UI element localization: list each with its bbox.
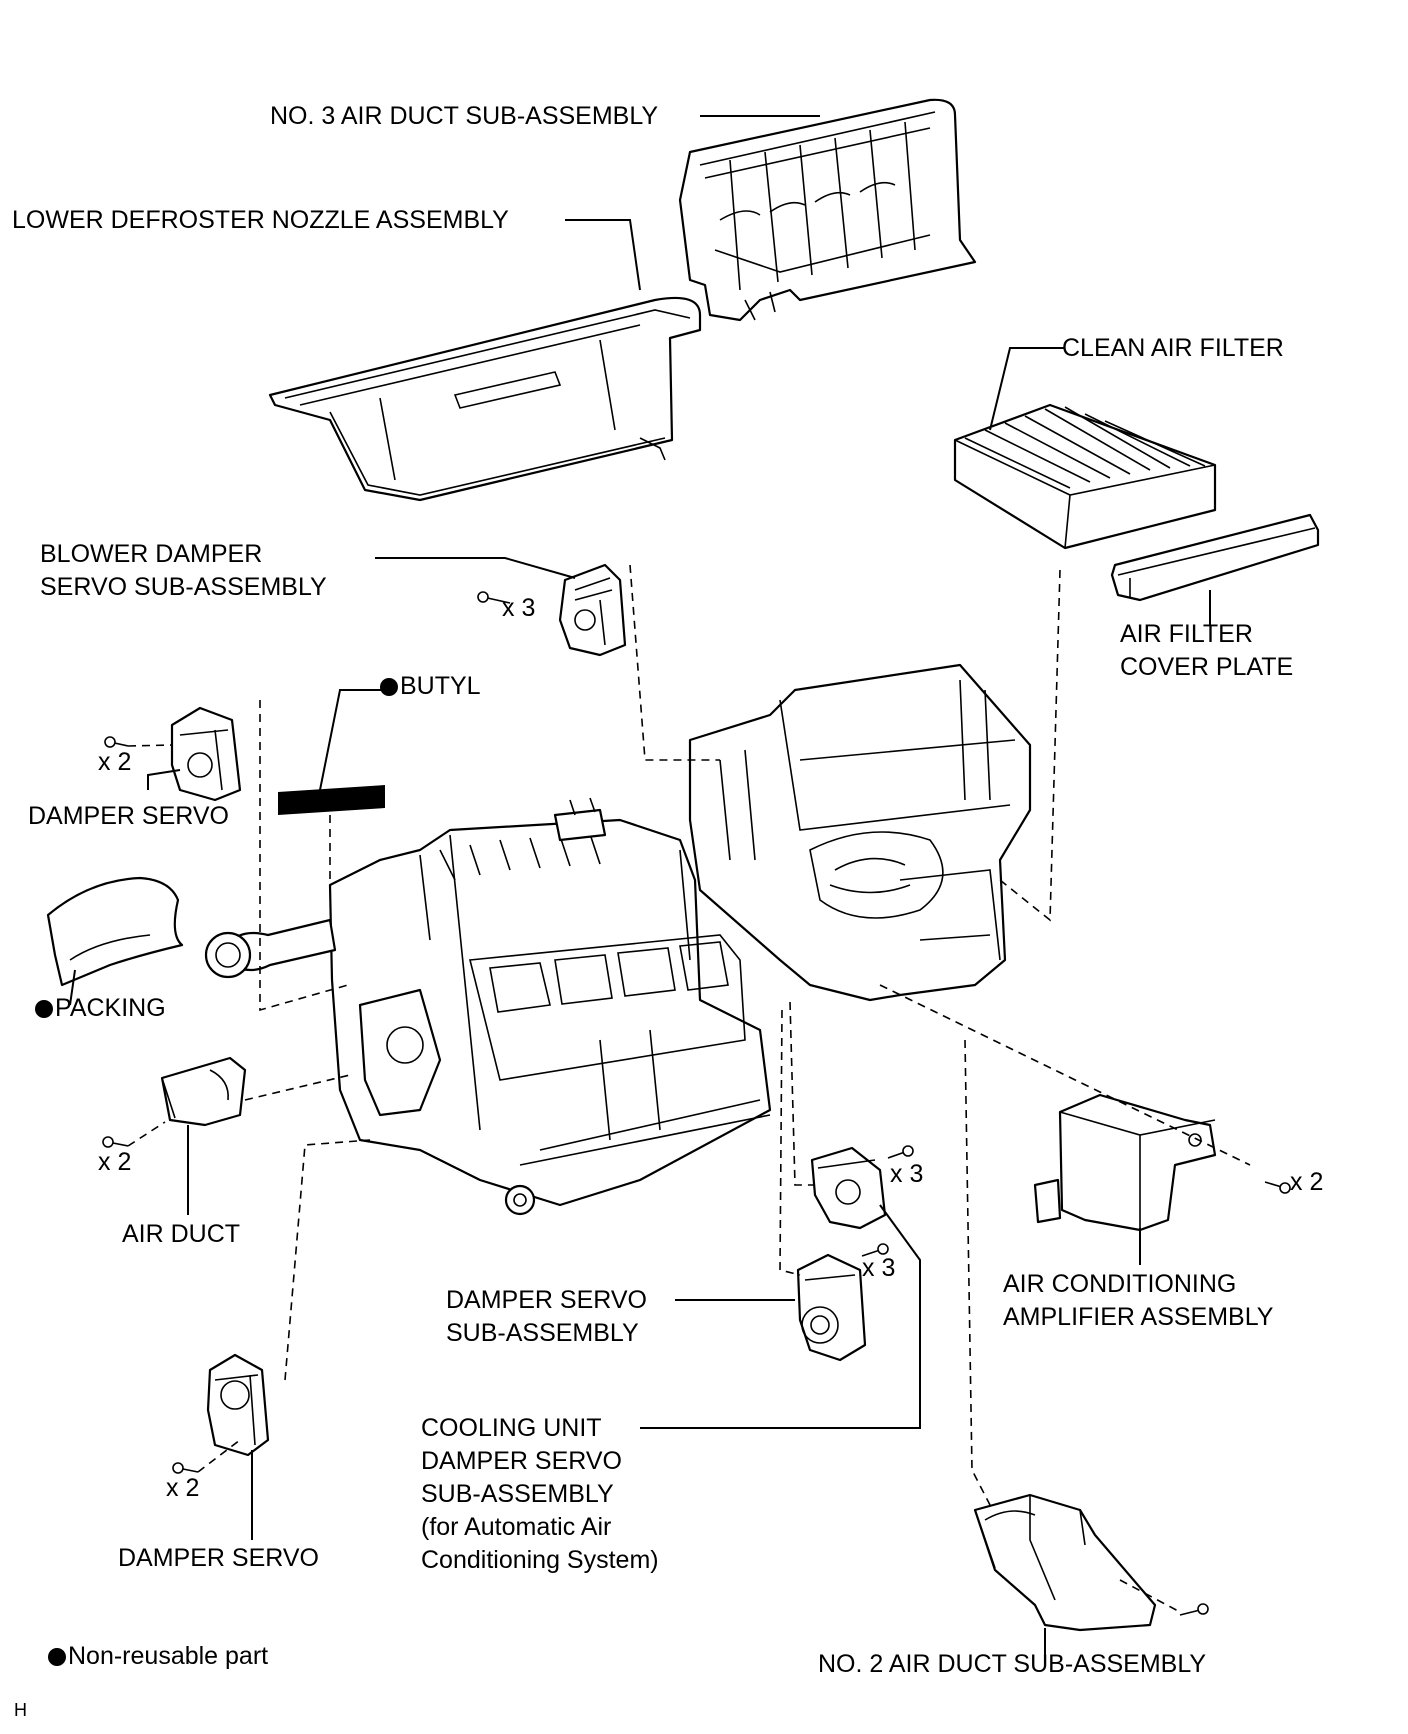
- corner-mark: H: [14, 1700, 27, 1720]
- sub-servo-screw-icon: [861, 1243, 889, 1257]
- amplifier-screw-icon: [1264, 1181, 1291, 1194]
- count-cooling-servo-screws: x 3: [890, 1160, 924, 1188]
- blower-servo-screw-icon: [477, 591, 511, 604]
- upper-servo-leader: [147, 769, 181, 790]
- label-clean-air-filter: CLEAN AIR FILTER: [1062, 334, 1284, 362]
- label-cooling-unit-2: DAMPER SERVO: [421, 1447, 622, 1475]
- air-duct-screw-icon: [102, 1136, 129, 1148]
- upper-servo-screw-icon: [104, 736, 129, 748]
- label-damper-servo-sub-2: SUB-ASSEMBLY: [446, 1319, 639, 1347]
- packing-drawing: [46, 876, 184, 987]
- blower-damper-servo-drawing: [558, 563, 627, 657]
- count-air-duct-screws: x 2: [98, 1148, 132, 1176]
- dash-cooling-servo: [789, 1001, 815, 1186]
- clean-air-filter-leader: [989, 347, 1065, 431]
- dash-lower-servo-screw: [197, 1439, 241, 1473]
- blower-servo-leader: [375, 557, 576, 579]
- label-ac-amplifier-2: AMPLIFIER ASSEMBLY: [1003, 1303, 1274, 1331]
- damper-servo-sub-drawing: [796, 1253, 867, 1362]
- non-reusable-dot-icon: [380, 678, 398, 696]
- label-cooling-unit-5: Conditioning System): [421, 1546, 659, 1574]
- dash-no2-duct: [964, 1039, 991, 1506]
- label-ac-amplifier-1: AIR CONDITIONING: [1003, 1270, 1237, 1298]
- count-sub-servo-screws: x 3: [862, 1254, 896, 1282]
- dash-no2-screw: [1119, 1579, 1181, 1613]
- label-lower-defroster: LOWER DEFROSTER NOZZLE ASSEMBLY: [12, 206, 509, 234]
- lower-defroster-nozzle-drawing: [268, 296, 702, 502]
- dash-blower-servo: [629, 564, 720, 761]
- dash-air-duct-screw: [127, 1121, 166, 1147]
- non-reusable-dot-icon: [48, 1648, 66, 1666]
- non-reusable-dot-icon: [35, 1000, 53, 1018]
- dash-amplifier: [879, 984, 1251, 1166]
- count-upper-servo-screws: x 2: [98, 748, 132, 776]
- lower-servo-screw-icon: [172, 1462, 199, 1474]
- label-air-filter-cover-2: COVER PLATE: [1120, 653, 1294, 681]
- cooling-unit-servo-drawing: [810, 1146, 887, 1230]
- dash-upper-servo-screw: [127, 744, 173, 747]
- butyl-text: BUTYL: [400, 672, 481, 700]
- label-butyl: BUTYL: [380, 670, 481, 702]
- air-filter-cover-drawing: [1110, 513, 1320, 602]
- no3-air-duct-drawing: [678, 98, 977, 322]
- label-cooling-unit-1: COOLING UNIT: [421, 1414, 602, 1442]
- legend-non-reusable: Non-reusable part: [48, 1640, 268, 1672]
- label-damper-servo-upper: DAMPER SERVO: [28, 802, 229, 830]
- label-blower-damper-servo-1: BLOWER DAMPER: [40, 540, 263, 568]
- lower-defroster-leader: [565, 219, 641, 291]
- legend-text: Non-reusable part: [68, 1642, 269, 1670]
- cooling-servo-screw-icon: [887, 1145, 914, 1159]
- label-air-duct: AIR DUCT: [122, 1220, 241, 1248]
- label-air-filter-cover-1: AIR FILTER: [1120, 620, 1253, 648]
- ac-amplifier-drawing: [1033, 1093, 1217, 1232]
- packing-text: PACKING: [55, 994, 166, 1022]
- label-damper-servo-lower: DAMPER SERVO: [118, 1544, 319, 1572]
- count-blower-servo-screws: x 3: [502, 594, 536, 622]
- butyl-leader: [319, 689, 382, 791]
- label-cooling-unit-3: SUB-ASSEMBLY: [421, 1480, 614, 1508]
- label-blower-damper-servo-2: SERVO SUB-ASSEMBLY: [40, 573, 327, 601]
- label-no3-air-duct: NO. 3 AIR DUCT SUB-ASSEMBLY: [270, 102, 659, 130]
- clean-air-filter-drawing: [953, 403, 1217, 550]
- butyl-drawing: [278, 785, 385, 815]
- dash-lower-servo: [284, 1139, 371, 1381]
- dash-air-duct: [244, 1074, 351, 1101]
- label-packing: PACKING: [35, 992, 166, 1024]
- no2-duct-screw-icon: [1179, 1603, 1209, 1616]
- air-duct-drawing: [160, 1056, 247, 1127]
- cooling-unit-leader: [640, 1204, 921, 1429]
- dash-filter: [999, 569, 1061, 922]
- dash-sub-servo: [779, 1009, 801, 1276]
- label-cooling-unit-4: (for Automatic Air: [421, 1513, 612, 1541]
- hvac-unit-drawing: [204, 663, 1032, 1216]
- label-no2-air-duct: NO. 2 AIR DUCT SUB-ASSEMBLY: [818, 1650, 1207, 1678]
- label-damper-servo-sub-1: DAMPER SERVO: [446, 1286, 647, 1314]
- count-amplifier-screws: x 2: [1290, 1168, 1324, 1196]
- lower-damper-servo-drawing: [206, 1353, 270, 1457]
- packing-leader: [69, 969, 76, 1006]
- upper-damper-servo-drawing: [170, 706, 242, 802]
- dash-upper-servo: [259, 700, 349, 1012]
- no2-air-duct-drawing: [973, 1493, 1157, 1632]
- count-lower-servo-screws: x 2: [166, 1474, 200, 1502]
